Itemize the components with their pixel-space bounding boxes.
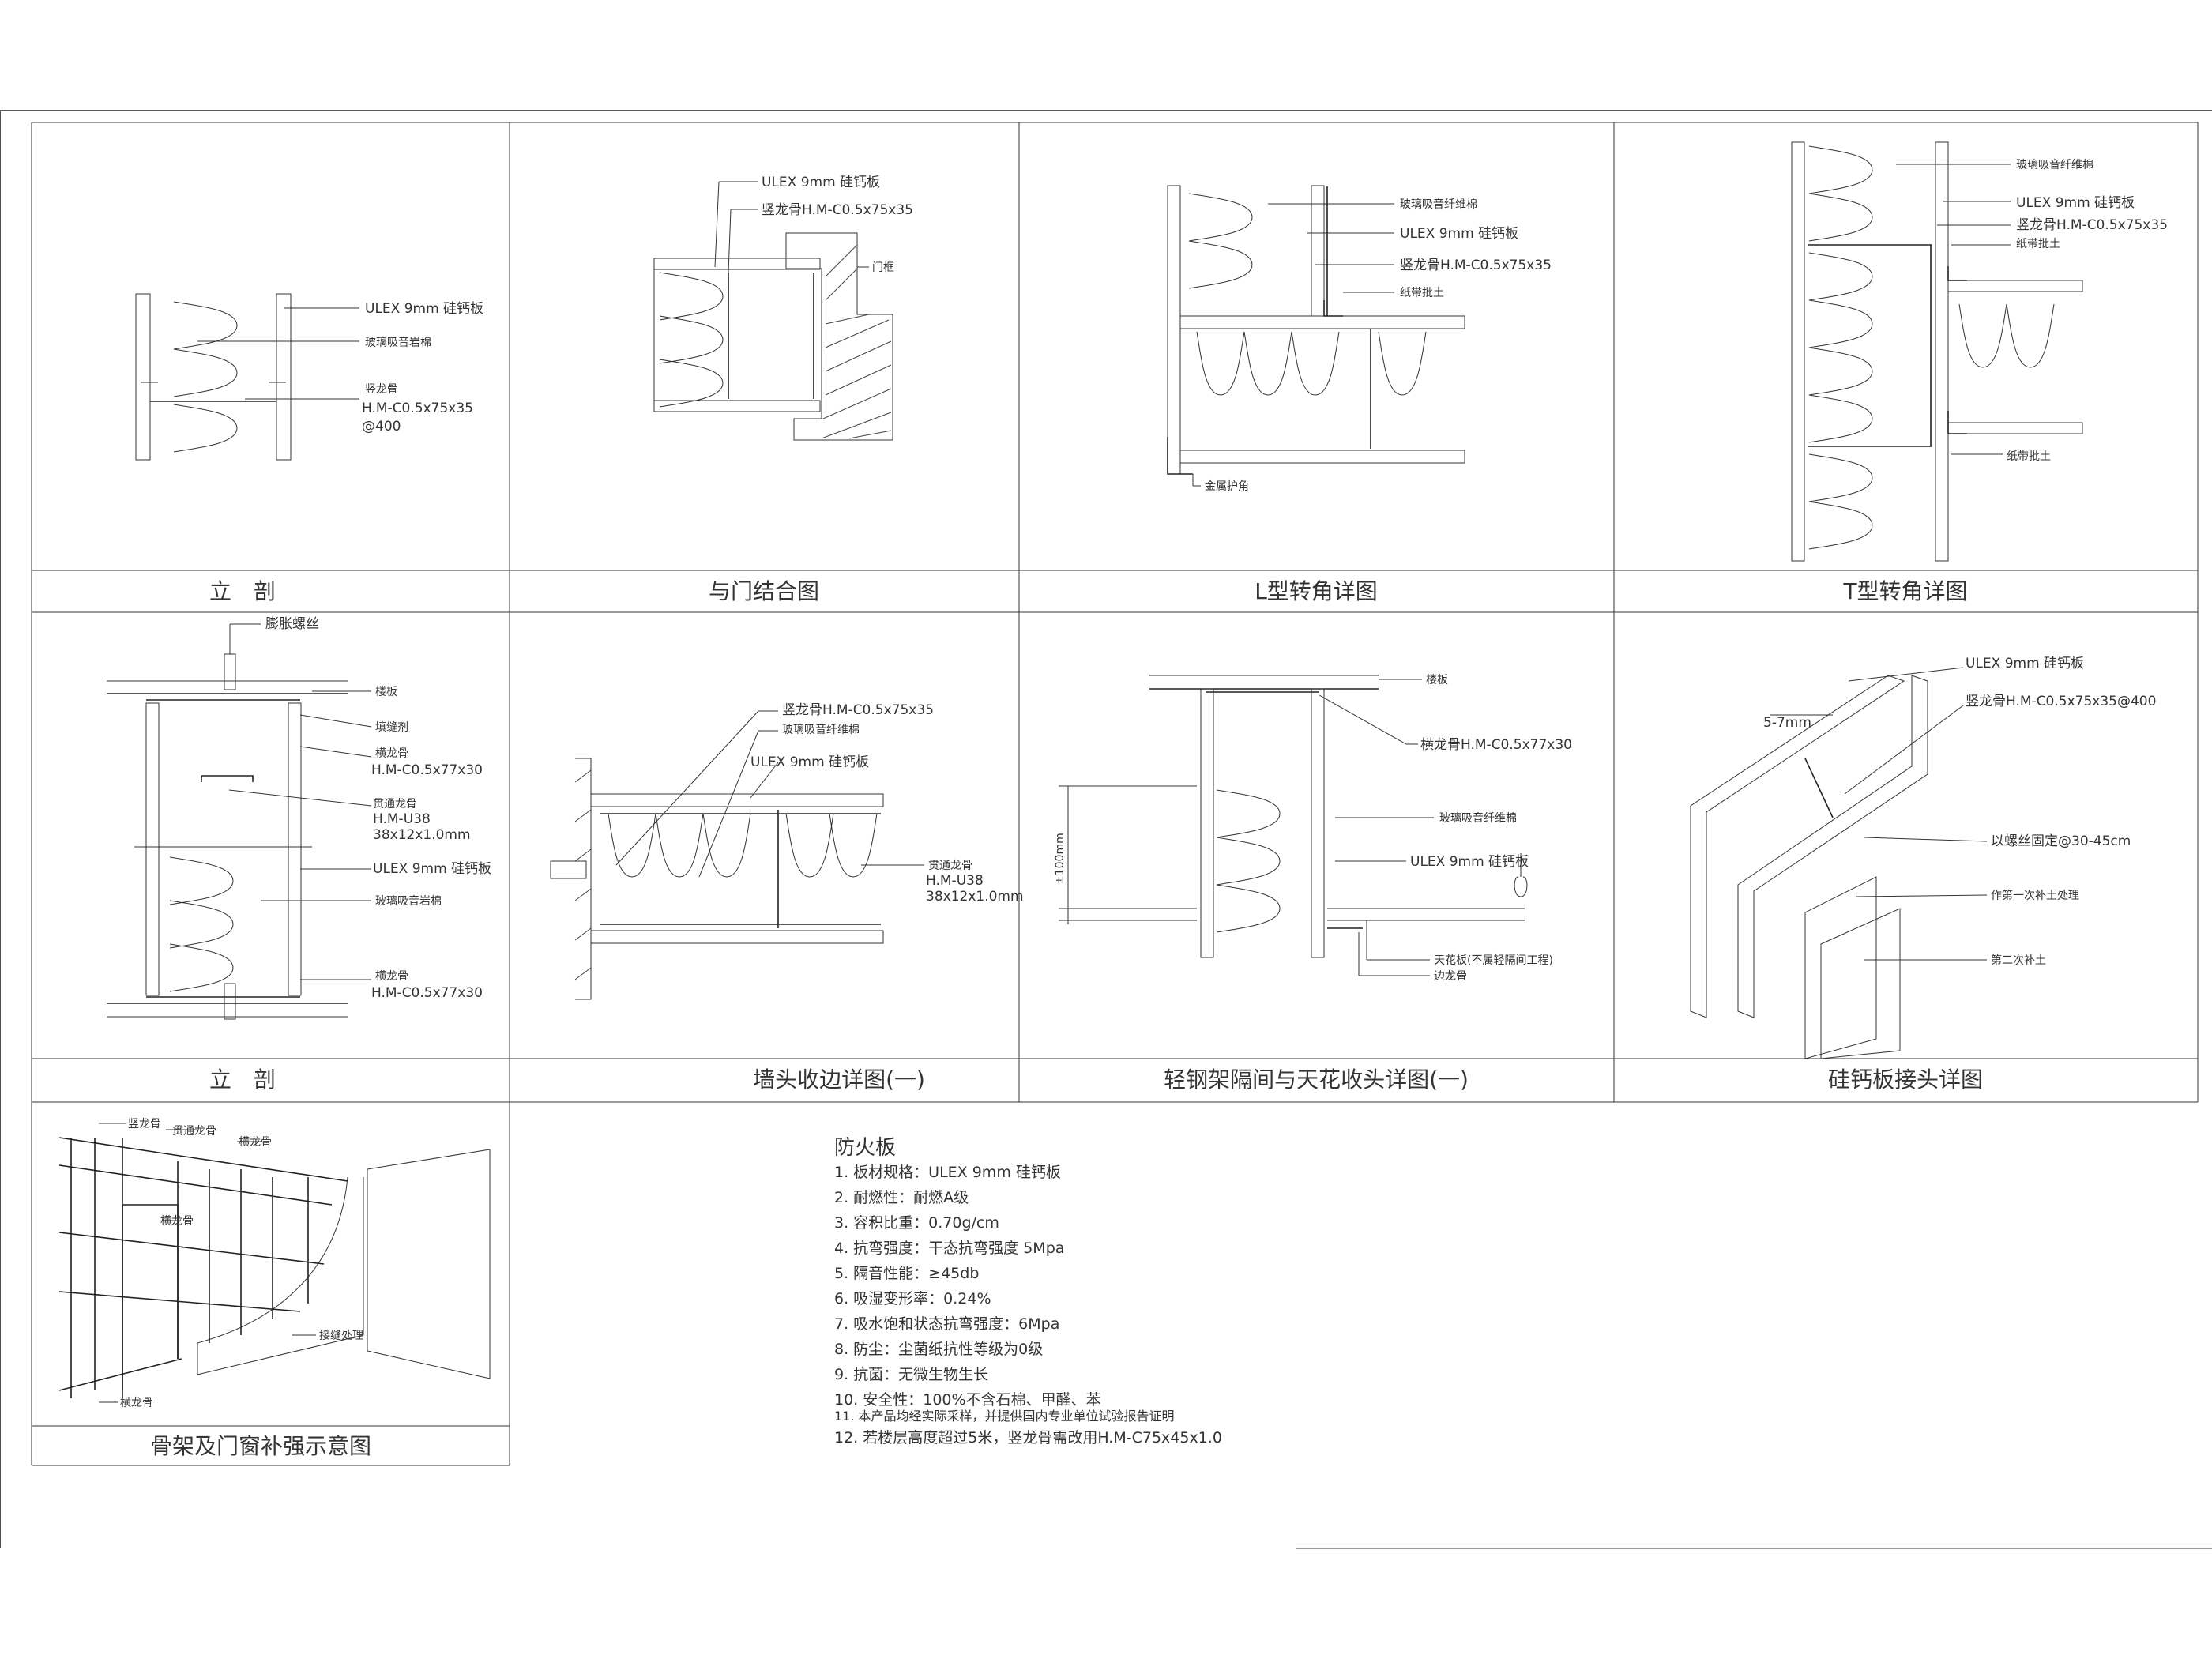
- p7-label-dimension: ±100mm: [1054, 833, 1066, 885]
- spec-item-4: 4. 抗弯强度：干态抗弯强度 5Mpa: [834, 1240, 1064, 1257]
- p1-label-spacing: @400: [362, 419, 401, 434]
- p7-label-track: 横龙骨H.M-C0.5x77x30: [1420, 737, 1572, 753]
- p4-label-board: ULEX 9mm 硅钙板: [2016, 195, 2135, 211]
- p9-label-track-bottom: 横龙骨: [120, 1397, 153, 1409]
- spec-item-1: 1. 板材规格：ULEX 9mm 硅钙板: [834, 1164, 1061, 1181]
- spec-item-8: 8. 防尘：尘菌纸抗性等级为0级: [834, 1341, 1043, 1358]
- p8-label-gap: 5-7mm: [1763, 715, 1811, 731]
- p1-label-stud: 竖龙骨: [365, 383, 398, 396]
- p7-label-edge-track: 边龙骨: [1434, 970, 1467, 983]
- p5-title: 立 剖: [209, 1066, 276, 1093]
- p4-label-tape-1: 纸带批土: [2016, 238, 2060, 250]
- spec-item-12: 12. 若楼层高度超过5米，竖龙骨需改用H.M-C75x45x1.0: [834, 1429, 1222, 1446]
- panel-9-framing: 竖龙骨 贯通龙骨 横龙骨 横龙骨 横龙骨 接缝处理 骨架及门窗补强示意图: [58, 1118, 491, 1459]
- p6-label-channel-spec: H.M-U38: [926, 873, 984, 889]
- p5-label-board: ULEX 9mm 硅钙板: [373, 861, 491, 877]
- p2-label-stud: 竖龙骨H.M-C0.5x75x35: [762, 202, 913, 218]
- p8-label-stud: 竖龙骨H.M-C0.5x75x35@400: [1966, 694, 2156, 709]
- p3-title: L型转角详图: [1255, 578, 1378, 604]
- panel-5-section: 膨胀螺丝 楼板 填缝剂 横龙骨 H.M-C0.5x77x30 贯通龙骨 H.M-…: [107, 616, 491, 1093]
- panel-6-wall-edge: 竖龙骨H.M-C0.5x75x35 玻璃吸音纤维棉 ULEX 9mm 硅钙板 贯…: [550, 702, 1024, 1093]
- p1-label-board: ULEX 9mm 硅钙板: [365, 301, 483, 317]
- p9-title: 骨架及门窗补强示意图: [150, 1433, 371, 1459]
- p9-label-track-top: 横龙骨: [239, 1136, 272, 1149]
- panel-7-ceiling-joint: 楼板 横龙骨H.M-C0.5x77x30 玻璃吸音纤维棉 ULEX 9mm 硅钙…: [1054, 674, 1572, 1093]
- p2-title: 与门结合图: [709, 578, 819, 604]
- spec-item-6: 6. 吸湿变形率：0.24%: [834, 1290, 991, 1307]
- p8-label-first-fill: 作第一次补土处理: [1991, 889, 2079, 902]
- p5-label-wool: 玻璃吸音岩棉: [375, 894, 442, 908]
- p5-label-track-spec: H.M-C0.5x77x30: [371, 762, 483, 778]
- p9-label-track-door: 横龙骨: [160, 1215, 194, 1228]
- p6-label-stud: 竖龙骨H.M-C0.5x75x35: [782, 702, 934, 718]
- p1-label-wool: 玻璃吸音岩棉: [365, 336, 431, 349]
- p3-label-stud: 竖龙骨H.M-C0.5x75x35: [1400, 258, 1552, 273]
- p4-label-tape-2: 纸带批土: [2007, 450, 2051, 463]
- p5-label-filler: 填缝剂: [375, 721, 408, 734]
- p5-label-track-2-spec: H.M-C0.5x77x30: [371, 985, 483, 1001]
- p7-label-wool: 玻璃吸音纤维棉: [1439, 811, 1517, 825]
- p7-label-slab: 楼板: [1426, 674, 1448, 687]
- p6-label-channel-size: 38x12x1.0mm: [926, 889, 1024, 905]
- sheet-frame: [0, 110, 2212, 1549]
- spec-block: 防火板 1. 板材规格：ULEX 9mm 硅钙板 2. 耐燃性：耐燃A级 3. …: [834, 1136, 1222, 1446]
- p3-label-board: ULEX 9mm 硅钙板: [1400, 226, 1518, 242]
- p7-label-board: ULEX 9mm 硅钙板: [1410, 854, 1529, 870]
- p8-label-board: ULEX 9mm 硅钙板: [1966, 656, 2084, 672]
- spec-item-3: 3. 容积比重：0.70g/cm: [834, 1214, 999, 1232]
- panel-8-board-joint: ULEX 9mm 硅钙板 竖龙骨H.M-C0.5x75x35@400 5-7mm…: [1690, 656, 2156, 1093]
- p3-label-wool: 玻璃吸音纤维棉: [1400, 198, 1477, 211]
- p6-label-channel: 贯通龙骨: [928, 860, 972, 872]
- p7-label-ceiling: 天花板(不属轻隔间工程): [1434, 954, 1553, 967]
- spec-item-10: 10. 安全性：100%不含石棉、甲醛、苯: [834, 1391, 1101, 1409]
- panel-3-L-corner: 玻璃吸音纤维棉 ULEX 9mm 硅钙板 竖龙骨H.M-C0.5x75x35 纸…: [1167, 185, 1552, 604]
- p5-label-channel-size: 38x12x1.0mm: [373, 827, 471, 843]
- panel-4-T-corner: 玻璃吸音纤维棉 ULEX 9mm 硅钙板 竖龙骨H.M-C0.5x75x35 纸…: [1791, 141, 2168, 604]
- p4-title: T型转角详图: [1842, 578, 1967, 604]
- p7-title: 轻钢架隔间与天花收头详图(一): [1164, 1066, 1469, 1093]
- p6-label-wool: 玻璃吸音纤维棉: [782, 723, 860, 736]
- p4-label-stud: 竖龙骨H.M-C0.5x75x35: [2016, 217, 2168, 233]
- p2-label-board: ULEX 9mm 硅钙板: [762, 175, 880, 190]
- p6-title: 墙头收边详图(一): [753, 1066, 925, 1093]
- p3-label-cornerbead: 金属护角: [1205, 480, 1249, 493]
- spec-item-2: 2. 耐燃性：耐燃A级: [834, 1189, 969, 1206]
- spec-item-11: 11. 本产品均经实际采样，并提供国内专业单位试验报告证明: [834, 1409, 1175, 1424]
- p8-label-second-fill: 第二次补土: [1991, 954, 2046, 967]
- p3-label-tape: 纸带批土: [1400, 287, 1444, 299]
- spec-item-7: 7. 吸水饱和状态抗弯强度：6Mpa: [834, 1315, 1059, 1333]
- panel-2-door-joint: ULEX 9mm 硅钙板 竖龙骨H.M-C0.5x75x35 门框 与门结合图: [653, 175, 913, 604]
- p5-label-track: 横龙骨: [375, 747, 408, 760]
- spec-item-9: 9. 抗菌：无微生物生长: [834, 1366, 988, 1383]
- p4-label-wool: 玻璃吸音纤维棉: [2016, 158, 2094, 171]
- p1-title: 立 剖: [209, 578, 276, 604]
- p5-label-bolt: 膨胀螺丝: [265, 616, 319, 632]
- p9-label-channel: 贯通龙骨: [172, 1125, 216, 1138]
- p5-label-track-2: 横龙骨: [375, 970, 408, 983]
- p1-label-stud-spec: H.M-C0.5x75x35: [362, 401, 473, 416]
- spec-title: 防火板: [834, 1136, 896, 1160]
- panel-1-section: ULEX 9mm 硅钙板 玻璃吸音岩棉 竖龙骨 H.M-C0.5x75x35 @…: [135, 293, 483, 604]
- p8-label-screw: 以螺丝固定@30-45cm: [1991, 833, 2131, 849]
- p5-label-channel: 贯通龙骨: [373, 798, 417, 811]
- p5-label-slab: 楼板: [375, 686, 397, 698]
- p9-label-stud: 竖龙骨: [128, 1118, 161, 1130]
- p9-label-joint: 接缝处理: [319, 1329, 363, 1342]
- p2-label-doorframe: 门框: [872, 261, 894, 274]
- p6-label-board: ULEX 9mm 硅钙板: [750, 754, 869, 770]
- spec-item-5: 5. 隔音性能：≥45db: [834, 1265, 979, 1282]
- p5-label-channel-spec: H.M-U38: [373, 811, 431, 827]
- p8-title: 硅钙板接头详图: [1828, 1066, 1983, 1093]
